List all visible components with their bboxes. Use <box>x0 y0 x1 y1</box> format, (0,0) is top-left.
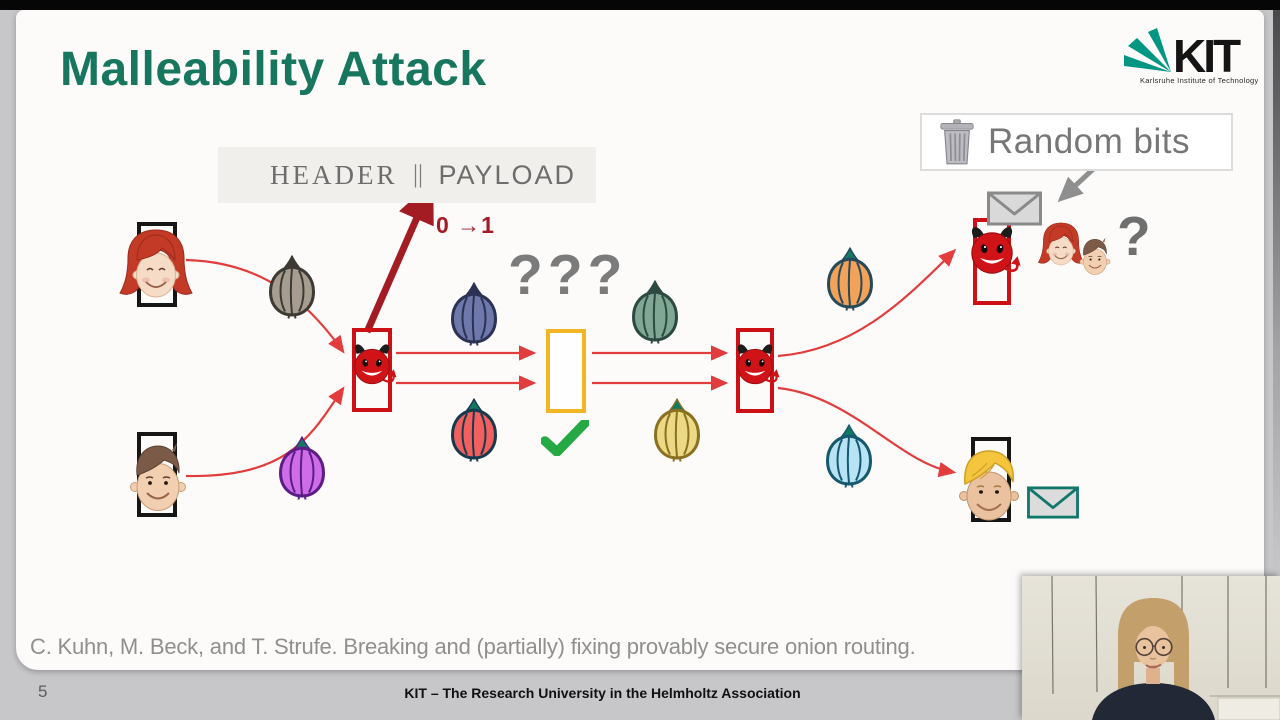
citation-text: C. Kuhn, M. Beck, and T. Strufe. Breakin… <box>30 634 916 659</box>
packet-separator: || <box>412 161 423 188</box>
kit-logo-text: KIT <box>1173 30 1241 82</box>
devil2-icon <box>726 340 784 393</box>
radiator <box>1217 697 1280 720</box>
arrow-adversary2-to-receiver2 <box>777 386 957 478</box>
kit-logo: KIT Karlsruhe Institute of Technology <box>1124 28 1258 91</box>
sender1-woman-icon <box>118 227 194 313</box>
right-edge-shade <box>1273 10 1280 576</box>
kit-logo-caption: Karlsruhe Institute of Technology <box>1140 76 1258 85</box>
webcam-overlay <box>1022 576 1280 720</box>
onion-slate-blue-icon <box>448 282 500 346</box>
bit-flip-label: 0 →1 <box>436 212 495 238</box>
dropped-envelope-icon <box>986 191 1043 226</box>
sender2-man-icon <box>122 440 194 524</box>
checkmark-icon <box>541 420 589 456</box>
small-man-icon <box>1075 236 1115 282</box>
onion-pale-yellow-icon <box>651 398 703 462</box>
onion-red-icon <box>448 398 500 462</box>
trash-icon <box>938 119 976 165</box>
page-number: 5 <box>38 682 48 701</box>
speaker <box>1092 598 1215 720</box>
delivered-envelope-icon <box>1026 486 1080 519</box>
packet-box: HEADER || PAYLOAD <box>218 147 596 203</box>
honest-relay-box <box>546 329 586 413</box>
identity-question-mark: ? <box>1117 205 1151 267</box>
onion-green-icon <box>629 280 681 344</box>
mystery-question-marks: ??? <box>508 243 628 307</box>
random-bits-callout: Random bits <box>920 113 1233 171</box>
page-title: Malleability Attack <box>60 43 487 96</box>
letterbox-top-bar <box>0 0 1280 10</box>
onion-orange-icon <box>824 247 876 311</box>
onion-purple-icon <box>276 436 328 500</box>
packet-header-label: HEADER <box>270 159 398 190</box>
arrow-bit-flip <box>363 180 434 334</box>
receiver-blonde-man-icon <box>952 446 1026 532</box>
random-bits-label: Random bits <box>988 122 1190 161</box>
arrow-adversary2-to-receiver1 <box>777 248 957 358</box>
devil1-icon <box>343 340 401 393</box>
packet-payload-label: PAYLOAD <box>438 159 576 190</box>
arrow-sender1-to-adversary1 <box>185 258 345 354</box>
wall-panel-lines <box>1051 576 1267 695</box>
onion-gray-icon <box>266 255 318 319</box>
footer-text: KIT – The Research University in the Hel… <box>404 685 801 701</box>
onion-light-blue-icon <box>823 424 875 488</box>
adversary1-node-box <box>352 328 392 412</box>
devil3-icon <box>958 222 1026 284</box>
